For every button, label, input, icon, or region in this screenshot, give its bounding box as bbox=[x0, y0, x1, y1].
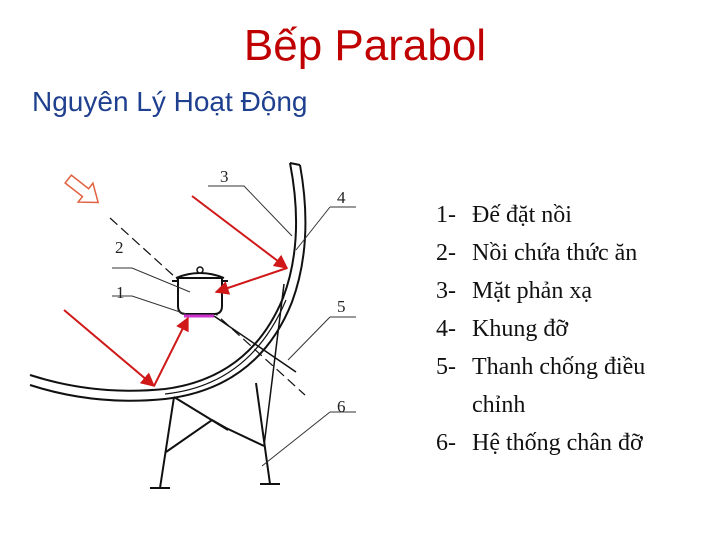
reflector-inner-curve bbox=[29, 164, 307, 402]
ray-incoming-top bbox=[191, 195, 289, 269]
label-1: 1 bbox=[116, 283, 125, 302]
legend-label-line: Thanh chống điều bbox=[472, 354, 646, 380]
label-2: 2 bbox=[115, 238, 124, 257]
legend-item: 2- Nồi chứa thức ăn bbox=[436, 234, 716, 272]
ray-incoming-bottom bbox=[63, 309, 156, 387]
legend-item: 6- Hệ thống chân đỡ bbox=[436, 424, 716, 462]
legend-number: 3- bbox=[436, 278, 456, 304]
legend-number: 1- bbox=[436, 202, 456, 228]
label-5: 5 bbox=[337, 297, 346, 316]
sun-rays bbox=[63, 195, 289, 387]
parts-legend: 1- Đế đặt nồi 2- Nồi chứa thức ăn 3- Mặt… bbox=[436, 196, 716, 462]
reflector-top-cap bbox=[289, 162, 301, 166]
legend-label: Đế đặt nồi bbox=[472, 202, 572, 228]
legend-number: 5- bbox=[436, 354, 456, 380]
legend-number: 4- bbox=[436, 316, 456, 342]
legend-number: 6- bbox=[436, 430, 456, 456]
legend-item: 4- Khung đỡ bbox=[436, 310, 716, 348]
legend-item: 1- Đế đặt nồi bbox=[436, 196, 716, 234]
adjust-brace-2 bbox=[263, 283, 285, 447]
cooking-pot bbox=[172, 266, 228, 315]
legend-item: 3- Mặt phản xạ bbox=[436, 272, 716, 310]
legend-label: Thanh chống điều chỉnh bbox=[472, 348, 716, 424]
stand-legs bbox=[150, 382, 280, 489]
slide-subtitle: Nguyên Lý Hoạt Động bbox=[32, 86, 308, 117]
label-3: 3 bbox=[220, 167, 229, 186]
legend-item: 5- Thanh chống điều chỉnh bbox=[436, 348, 716, 424]
legend-label: Nồi chứa thức ăn bbox=[472, 240, 638, 266]
legend-label: Hệ thống chân đỡ bbox=[472, 430, 643, 456]
legend-number: 2- bbox=[436, 240, 456, 266]
support-frame bbox=[164, 299, 287, 395]
slide-title: Bếp Parabol bbox=[243, 21, 487, 70]
leader-lines bbox=[112, 185, 356, 467]
adjust-brace bbox=[213, 315, 297, 373]
legend-label-line: chỉnh bbox=[472, 392, 526, 418]
legend-label: Khung đỡ bbox=[472, 316, 569, 342]
ray-reflected-bottom bbox=[153, 316, 189, 387]
reflector-outer-curve bbox=[29, 162, 298, 392]
label-6: 6 bbox=[337, 397, 346, 416]
label-4: 4 bbox=[337, 188, 346, 207]
focal-axis bbox=[109, 217, 306, 396]
ray-reflected-top bbox=[214, 267, 288, 295]
legend-label: Mặt phản xạ bbox=[472, 278, 592, 304]
sun-arrow-icon bbox=[64, 174, 100, 204]
